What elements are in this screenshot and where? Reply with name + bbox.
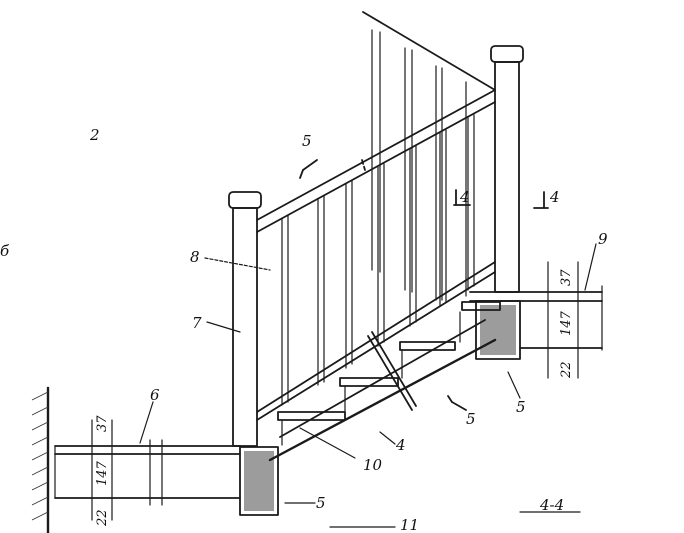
callout-7: 7	[192, 314, 202, 332]
lower-bearing-beam	[239, 446, 279, 516]
left-dim-22: 22	[95, 509, 110, 527]
upper-newel-post	[490, 45, 524, 293]
section-5-top-label: 5	[302, 132, 312, 150]
view-label: 4-4	[539, 496, 564, 514]
left-dim-147: 147	[95, 460, 110, 486]
bottom-rail	[256, 261, 496, 421]
callout-5-bottom: 5	[316, 494, 326, 512]
callout-11: 11	[400, 516, 419, 533]
callout-5-right: 5	[516, 398, 526, 416]
upper-landing-slab	[469, 261, 603, 379]
callout-10: 10	[363, 456, 383, 474]
leader-lines	[139, 243, 597, 528]
callout-9: 9	[598, 230, 608, 248]
right-dim-37: 37	[559, 269, 574, 286]
balusters	[281, 29, 475, 406]
section-5-bottom-label: 5	[466, 410, 476, 428]
right-dim-22: 22	[559, 361, 574, 379]
callout-2: 2	[89, 126, 100, 144]
left-wall	[31, 386, 50, 533]
edge-fragment-left: б	[0, 242, 10, 260]
right-dim-147: 147	[559, 310, 574, 336]
callout-6: 6	[150, 386, 160, 404]
left-dim-37: 37	[95, 415, 110, 432]
callout-8: 8	[190, 248, 200, 266]
section-4-left-label: 4	[459, 188, 470, 206]
section-cut-5-5	[299, 159, 467, 411]
section-mark-4	[453, 189, 549, 209]
section-4-right-label: 4	[549, 188, 560, 206]
lower-newel-post	[228, 191, 262, 447]
callout-4: 4	[395, 436, 406, 454]
lower-floor-slab	[54, 419, 241, 521]
handrail	[256, 11, 496, 233]
